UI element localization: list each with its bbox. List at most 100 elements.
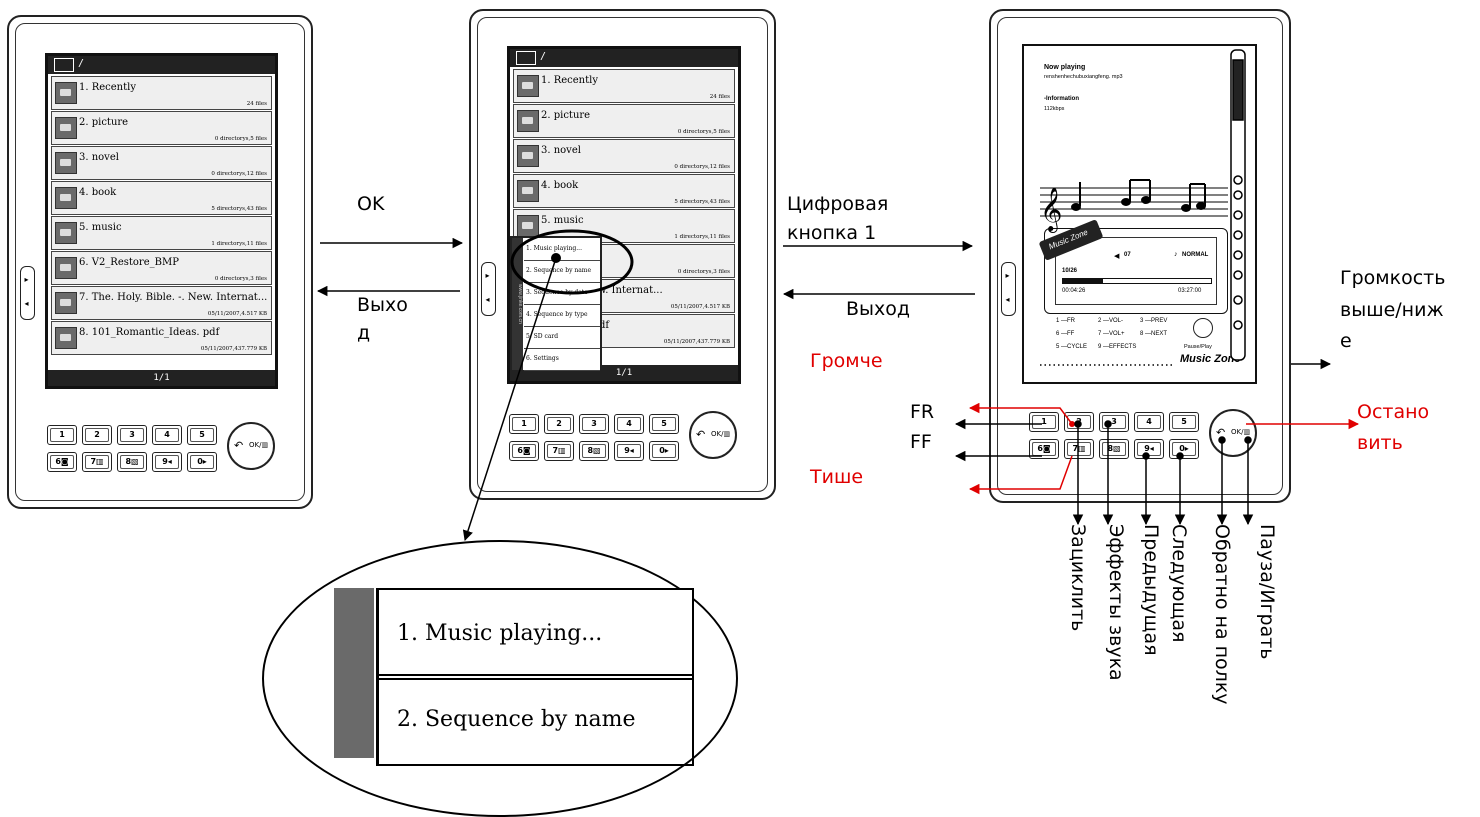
label-pause-play: Пауза/Играть — [1256, 524, 1278, 660]
screen-footer: 1/1 — [48, 370, 275, 386]
key-4[interactable]: 4 — [614, 414, 644, 434]
key-1[interactable]: 1 — [1029, 412, 1059, 432]
pdf-icon — [55, 292, 77, 314]
key-8[interactable]: 8▧ — [117, 452, 147, 472]
key-6[interactable]: 6◙ — [1029, 439, 1059, 459]
file-name: 2. picture — [541, 110, 591, 121]
key-7[interactable]: 7▥ — [1064, 439, 1094, 459]
key-5[interactable]: 5 — [649, 414, 679, 434]
key-1[interactable]: 1 — [47, 425, 77, 445]
ok-button[interactable]: ↶OK/▥ — [1209, 409, 1257, 457]
page-turn-buttons[interactable]: ▸ ◂ — [481, 262, 496, 316]
popup-item[interactable]: 6. Settings — [524, 348, 600, 371]
file-name: 8. 101_Romantic_Ideas. pdf — [79, 327, 220, 338]
file-name: 2. picture — [79, 117, 129, 128]
file-name: 5. music — [541, 215, 584, 226]
device-bezel — [15, 23, 305, 501]
key-5[interactable]: 5 — [187, 425, 217, 445]
page-down-icon[interactable]: ◂ — [24, 299, 29, 308]
key-6[interactable]: 6◙ — [509, 441, 539, 461]
louder-arrow — [968, 402, 1073, 425]
key-5[interactable]: 5 — [1169, 412, 1199, 432]
file-meta: 0 directorys,3 files — [214, 276, 267, 282]
pager-label: 1/1 — [615, 368, 633, 378]
ok-label: OK/▥ — [1231, 428, 1251, 436]
screen-right-music-player: Now playing renshenhechubuxiangfeng. mp3… — [1022, 44, 1257, 384]
track-counter: 10/26 — [1062, 268, 1078, 274]
page-up-icon[interactable]: ▸ — [1005, 271, 1010, 280]
key-3[interactable]: 3 — [117, 425, 147, 445]
key-10[interactable]: 0▸ — [1169, 439, 1199, 459]
label-next: Следующая — [1168, 524, 1190, 643]
folder-icon — [517, 145, 539, 167]
folder-icon — [517, 180, 539, 202]
ok-button[interactable]: ↶OK/▥ — [227, 422, 275, 470]
page-up-icon[interactable]: ▸ — [485, 271, 490, 280]
back-arrow-icon: ↶ — [696, 428, 706, 441]
battery-icon — [516, 51, 536, 65]
popup-item[interactable]: 5. SD card — [524, 326, 600, 349]
flute-icon — [1230, 49, 1246, 361]
key-3[interactable]: 3 — [579, 414, 609, 434]
zoom-item-sequence-by-name: 2. Sequence by name — [376, 674, 694, 766]
legend-item: 3 —PREV — [1140, 318, 1168, 324]
key-4[interactable]: 4 — [152, 425, 182, 445]
page-turn-buttons[interactable]: ▸ ◂ — [1001, 262, 1016, 316]
key-2[interactable]: 2 — [82, 425, 112, 445]
key-2[interactable]: 2 — [544, 414, 574, 434]
file-item[interactable]: 2. picture 0 directorys,5 files — [51, 111, 272, 145]
file-meta: 05/11/2007,4.517 KB — [670, 304, 730, 310]
label-ff: FF — [910, 431, 932, 453]
legend-item: 1 —FR — [1056, 318, 1076, 324]
label-digit-button-1: Цифровая — [787, 193, 889, 215]
key-7[interactable]: 7▥ — [82, 452, 112, 472]
music-staff — [1040, 187, 1228, 217]
key-10[interactable]: 0▸ — [187, 452, 217, 472]
page-down-icon[interactable]: ◂ — [485, 295, 490, 304]
popup-item[interactable]: 4. Sequence by type — [524, 304, 600, 327]
popup-item[interactable]: 1. Music playing... — [524, 238, 600, 261]
key-9[interactable]: 9◂ — [152, 452, 182, 472]
file-item[interactable]: 3. novel 0 directorys,12 files — [513, 139, 735, 173]
device-bezel — [997, 17, 1283, 495]
page-down-icon[interactable]: ◂ — [1005, 295, 1010, 304]
key-10[interactable]: 0▸ — [649, 441, 679, 461]
page-turn-buttons[interactable]: ▸ ◂ — [20, 266, 35, 320]
file-name: 3. novel — [541, 145, 581, 156]
key-8[interactable]: 8▧ — [579, 441, 609, 461]
page-up-icon[interactable]: ▸ — [24, 275, 29, 284]
ok-label: OK/▥ — [249, 441, 269, 449]
file-meta: 05/11/2007,437.779 KB — [663, 339, 730, 345]
key-6[interactable]: 6◙ — [47, 452, 77, 472]
volume-value: 07 — [1124, 252, 1131, 258]
key-9[interactable]: 9◂ — [614, 441, 644, 461]
progress-fill — [1063, 279, 1103, 283]
key-4[interactable]: 4 — [1134, 412, 1164, 432]
information-title: -Information — [1044, 96, 1079, 102]
file-meta: 0 directorys,5 files — [214, 136, 267, 142]
file-meta: 0 directorys,12 files — [674, 164, 730, 170]
label-fr: FR — [910, 401, 935, 423]
pause-play-circle — [1193, 318, 1213, 338]
ok-button[interactable]: ↶OK/▥ — [689, 411, 737, 459]
file-meta: 0 directorys,12 files — [211, 171, 267, 177]
label-exit-left-2: д — [357, 322, 371, 344]
key-1[interactable]: 1 — [509, 414, 539, 434]
file-item[interactable]: 7. The. Holy. Bible. -. New. Internat...… — [51, 286, 272, 320]
key-7[interactable]: 7▥ — [544, 441, 574, 461]
key-8[interactable]: 8▧ — [1099, 439, 1129, 459]
file-name: 4. book — [79, 187, 117, 198]
label-effects: Эффекты звука — [1105, 524, 1127, 681]
popup-item[interactable]: 2. Sequence by name — [524, 260, 600, 283]
